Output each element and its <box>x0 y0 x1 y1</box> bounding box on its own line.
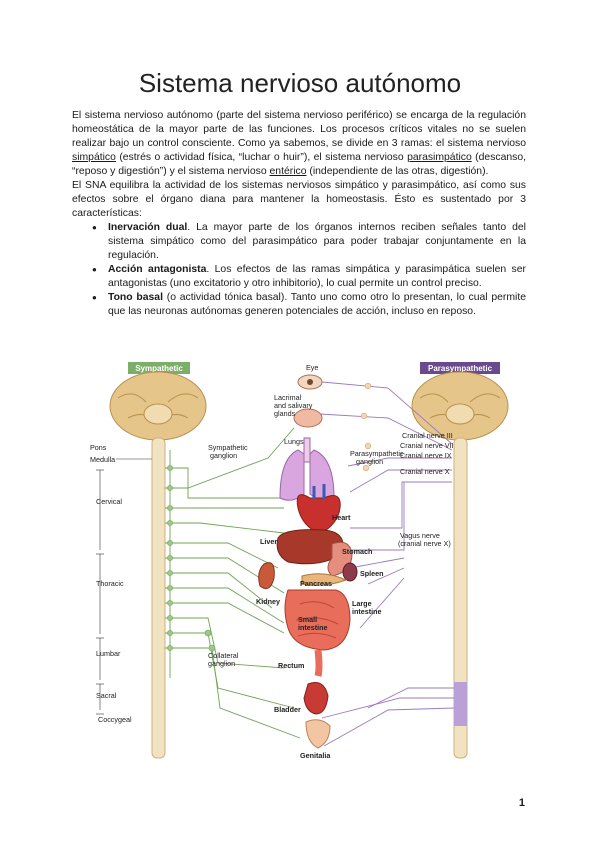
term-simpatico: simpático <box>72 152 116 163</box>
lungs-organ <box>279 437 335 501</box>
sympathetic-header <box>128 362 190 374</box>
label-stomach: Stomach <box>342 547 372 556</box>
label-cervical: Cervical <box>96 497 122 506</box>
sympathetic-chain <box>165 427 301 739</box>
left-spinal-cord <box>151 437 166 759</box>
pancreas-organ <box>301 573 348 586</box>
feature-term: Acción antagonista <box>108 264 207 275</box>
label-bladder: Bladder <box>274 705 301 714</box>
feature-text: . Los efectos de las ramas simpática y p… <box>108 264 526 289</box>
intro-paragraph-2: El SNA equilibra la actividad de los sis… <box>72 180 526 219</box>
salivary-glands <box>293 408 323 428</box>
label-vagus-nerve: Vagus nerve(cranial nerve X) <box>398 531 451 548</box>
list-item: Inervación dual. La mayor parte de los ó… <box>92 221 526 263</box>
page-number: 1 <box>518 797 525 809</box>
right-spinal-cord <box>453 437 468 759</box>
label-cranial-nerve-vii: Cranial nerve VII <box>400 441 454 450</box>
feature-term: Inervación dual <box>108 222 188 233</box>
list-item: Tono basal (o actividad tónica basal). T… <box>92 291 527 319</box>
label-kidney: Kidney <box>256 597 280 606</box>
text-run: (descanso, “reposo y digestión”) y el si… <box>72 152 526 177</box>
eye-organ <box>297 374 323 390</box>
chain-ganglia <box>167 465 216 652</box>
text-run: (independiente de las otras, digestión). <box>306 166 489 177</box>
features-list: Inervación dual. La mayor parte de los ó… <box>72 221 526 319</box>
sympathetic-label: Sympathetic <box>135 364 183 373</box>
label-pons: Pons <box>90 443 107 452</box>
parasympathetic-header <box>420 362 500 374</box>
text-run: (estrés o actividad física, “luchar o hu… <box>115 152 408 163</box>
feature-text: (o actividad tónica basal). Tanto uno co… <box>108 292 527 317</box>
genitalia-organ <box>305 719 331 749</box>
bladder-organ <box>303 682 329 715</box>
label-rectum: Rectum <box>278 661 304 670</box>
label-genitalia: Genitalia <box>300 751 331 760</box>
list-item: Acción antagonista. Los efectos de las r… <box>92 263 526 291</box>
label-eye: Eye <box>306 363 318 372</box>
label-sacral: Sacral <box>96 691 117 700</box>
label-cranial-nerve-iii: Cranial nerve III <box>402 431 453 440</box>
term-parasimpatico: parasimpático <box>407 152 472 163</box>
label-cranial-nerve-x: Cranial nerve X <box>400 467 450 476</box>
page-title: Sistema nervioso autónomo <box>138 68 462 98</box>
kidney-organ <box>258 562 275 590</box>
label-coccygeal: Coccygeal <box>98 715 132 724</box>
feature-term: Tono basal <box>108 292 163 303</box>
document-body: El sistema nervioso autónomo (parte del … <box>72 109 526 319</box>
intestine-organ <box>284 589 351 677</box>
label-thoracic: Thoracic <box>96 579 124 588</box>
term-enterico: entérico <box>269 166 307 177</box>
right-brain-section <box>411 371 509 441</box>
parasympathetic-ganglia <box>360 382 372 472</box>
label-pancreas: Pancreas <box>300 579 332 588</box>
label-spleen: Spleen <box>360 569 384 578</box>
feature-text: . La mayor parte de los órganos internos… <box>108 222 526 261</box>
parasympathetic-label: Parasympathetic <box>428 364 493 373</box>
heart-organ <box>296 484 341 535</box>
label-medulla: Medulla <box>90 455 115 464</box>
left-brain-section <box>109 371 207 441</box>
label-lumbar: Lumbar <box>96 649 121 658</box>
spleen-organ <box>342 562 358 582</box>
label-liver: Liver <box>260 537 277 546</box>
label-lungs: Lungs <box>284 437 304 446</box>
label-heart: Heart <box>332 513 351 522</box>
label-cranial-nerve-ix: Cranial nerve IX <box>400 451 452 460</box>
text-run: El sistema nervioso autónomo (parte del … <box>72 110 526 149</box>
intro-paragraph-1: El sistema nervioso autónomo (parte del … <box>72 109 526 179</box>
sacral-parasympathetic <box>454 682 467 726</box>
autonomic-nervous-system-figure: Sympathetic Parasympathetic Pons Me <box>88 358 516 768</box>
parasympathetic-nerves <box>319 381 455 747</box>
